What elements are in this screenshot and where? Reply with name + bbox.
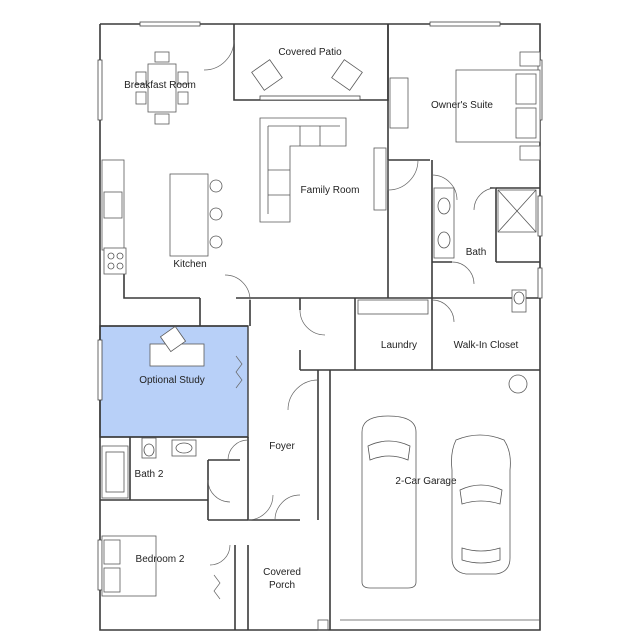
sectional-sofa xyxy=(259,117,347,223)
interior-walls xyxy=(100,24,540,630)
garage-vehicles xyxy=(361,415,511,589)
breakfast-table xyxy=(147,63,177,113)
label-breakfast-room: Breakfast Room xyxy=(124,80,196,91)
exterior-walls xyxy=(99,23,541,631)
windows xyxy=(97,21,543,591)
van-icon xyxy=(361,415,417,589)
label-owners-suite: Owner's Suite xyxy=(431,100,493,111)
label-optional-study: Optional Study xyxy=(139,375,205,386)
patio-chair xyxy=(251,59,283,91)
doors xyxy=(203,39,497,600)
label-foyer: Foyer xyxy=(269,441,295,452)
label-family-room: Family Room xyxy=(301,185,360,196)
label-walk-in-closet: Walk-In Closet xyxy=(454,340,519,351)
label-bath-2: Bath 2 xyxy=(135,469,164,480)
label-covered-porch-1: Covered xyxy=(263,567,301,578)
room-labels: Breakfast Room Covered Patio Owner's Sui… xyxy=(124,47,518,591)
label-kitchen: Kitchen xyxy=(173,259,206,270)
car-icon xyxy=(451,434,511,575)
label-owner-bath: Bath xyxy=(466,247,487,258)
label-garage: 2-Car Garage xyxy=(395,476,457,487)
label-covered-porch-2: Porch xyxy=(269,580,295,591)
label-bedroom-2: Bedroom 2 xyxy=(136,554,185,565)
label-laundry: Laundry xyxy=(381,340,417,351)
kitchen-island xyxy=(169,173,209,257)
label-covered-patio: Covered Patio xyxy=(278,47,342,58)
patio-chair xyxy=(331,59,363,91)
furniture xyxy=(101,51,541,631)
